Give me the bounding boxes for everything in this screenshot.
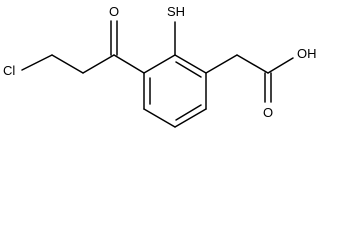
bond-ch2-chlorine xyxy=(21,54,53,71)
thiol-label: SH xyxy=(167,4,185,19)
acid-hydroxyl-label: OH xyxy=(297,46,317,61)
benzene-ring xyxy=(143,54,207,128)
chemical-structure-diagram: SH O Cl OH O xyxy=(3,4,317,128)
bond-ring-ch2 xyxy=(205,54,238,74)
ring-bond-c1-c2 xyxy=(174,54,207,74)
bond-ch2-ch2 xyxy=(51,54,84,74)
bond-carbonyl-ch2 xyxy=(82,54,115,74)
ring-inner-double-c1-c2 xyxy=(175,61,202,78)
acid-oxygen-label: O xyxy=(263,105,273,120)
ring-bond-c4-c5 xyxy=(143,108,176,128)
ring-inner-double-c3-c4 xyxy=(175,104,202,121)
bond-carboxyl-hydroxyl xyxy=(267,57,294,74)
bond-ch2-carboxyl xyxy=(236,54,269,74)
structure-canvas: SH O Cl OH O xyxy=(3,4,317,128)
ring-bond-c3-c4 xyxy=(174,108,207,128)
ketone-oxygen-label: O xyxy=(109,4,119,19)
ring-bond-c6-c1 xyxy=(143,54,176,74)
chlorine-label: Cl xyxy=(3,63,15,78)
bond-ring-carbonyl xyxy=(113,54,145,74)
